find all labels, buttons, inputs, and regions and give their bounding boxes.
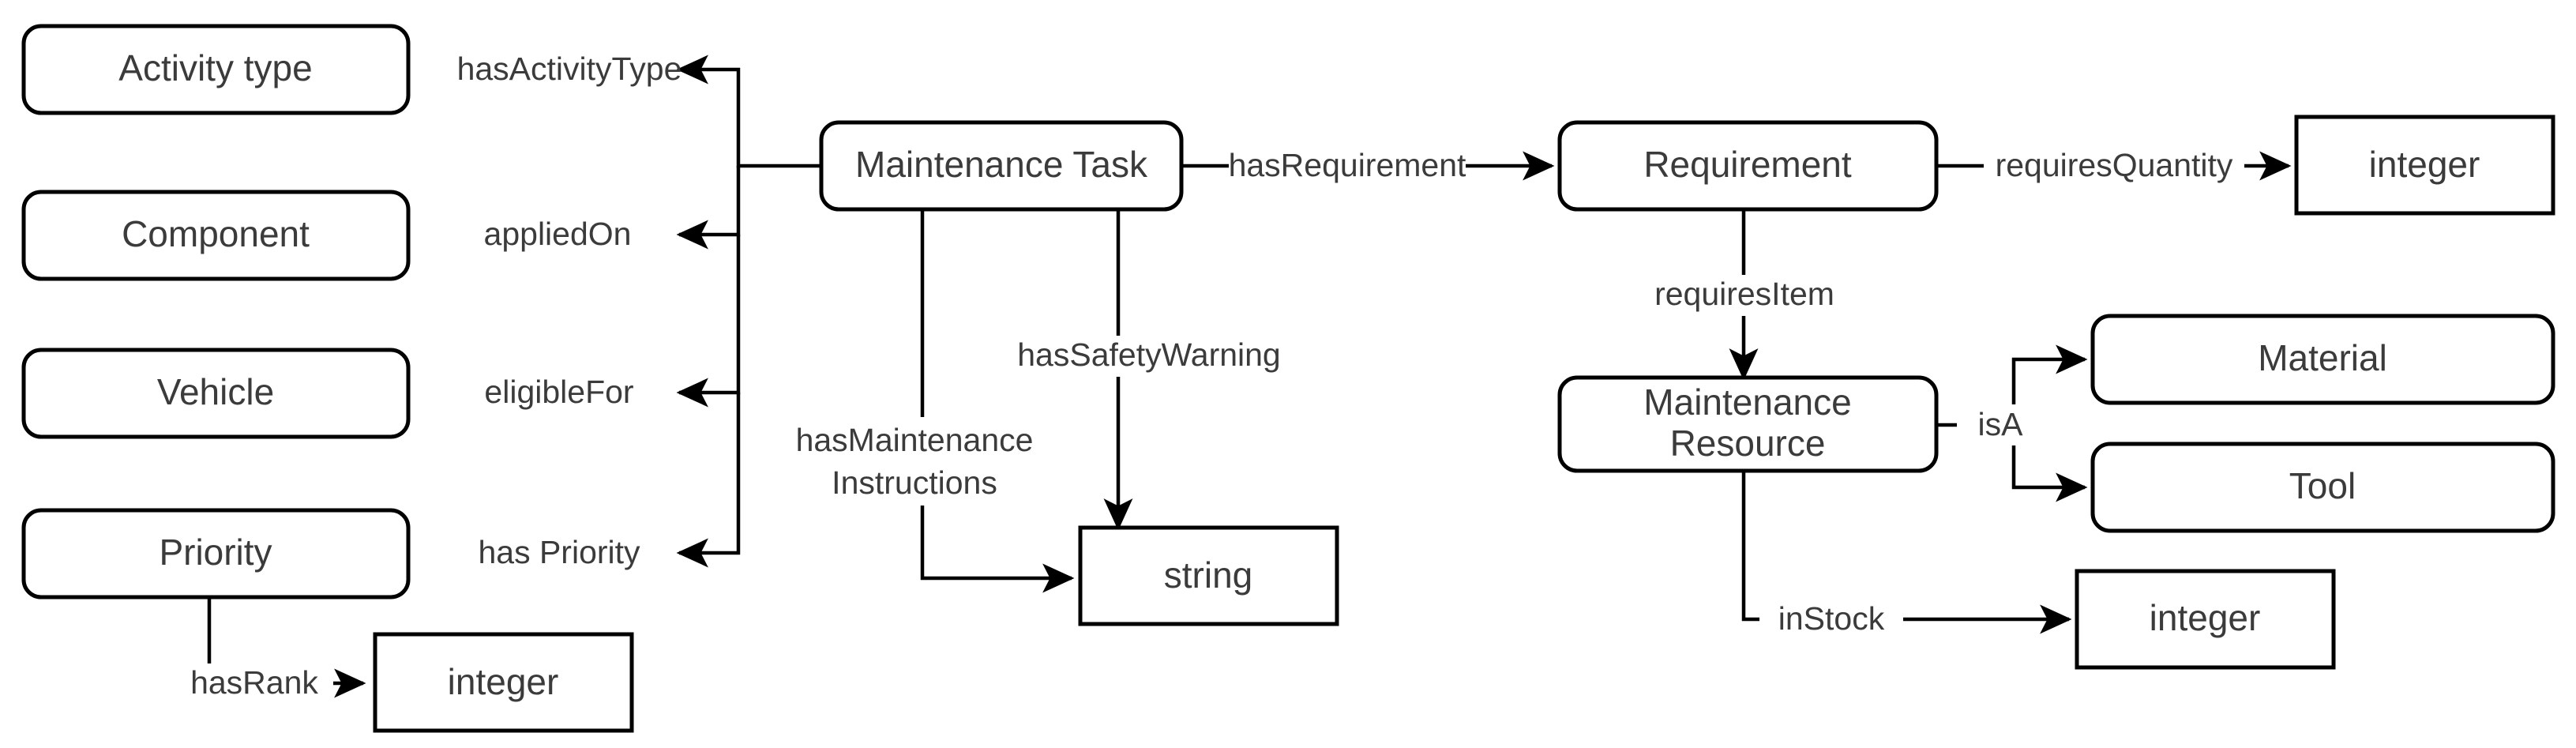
edge-is-a-label: isA [1978,406,2024,442]
node-integer-stock-shape[interactable] [2075,569,2336,670]
edge-is-a-tool: isA [1957,404,2088,502]
node-vehicle-label: Vehicle [157,371,274,412]
edge-has-maintenance-instructions-label-line1: hasMaintenance [796,422,1034,458]
node-integer-rank[interactable]: integer [373,632,634,733]
edge-has-safety-warning: hasSafetyWarning [995,209,1303,531]
edge-requires-quantity-label: requiresQuantity [1996,147,2233,183]
edge-is-a-label-bg [1957,404,2044,445]
node-string-label: string [1164,554,1252,596]
node-activity-type[interactable]: Activity type [21,24,411,115]
node-maintenance-task-label: Maintenance Task [855,144,1148,185]
edge-requires-item-label-bg [1641,275,1848,316]
edge-eligible-for-label-bg [480,373,638,414]
node-requirement-shape[interactable] [1557,120,1939,212]
edge-in-stock-line [1741,471,2072,634]
edge-is-a-tool-line [2011,425,2088,502]
edge-has-priority-line [676,393,741,568]
node-tool[interactable]: Tool [2090,442,2555,533]
node-activity-type-shape[interactable] [21,24,411,115]
node-component-shape[interactable] [21,190,411,281]
edge-has-activity-type-label-bg [462,49,677,90]
edge-has-rank: hasRank [175,597,366,705]
node-maintenance-resource[interactable]: Maintenance Resource [1557,375,1939,473]
edge-requires-quantity: requiresQuantity [1936,145,2292,186]
edge-has-requirement-label-bg [1229,145,1466,186]
node-maintenance-resource-label-line2: Resource [1670,423,1826,464]
node-material[interactable]: Material [2090,314,2555,405]
edge-applied-on: appliedOn [474,166,741,256]
edge-in-stock-label-bg [1759,599,1903,640]
edge-applied-on-line [676,166,741,250]
node-material-label: Material [2258,337,2387,378]
edge-eligible-for: eligibleFor [480,235,741,414]
node-component[interactable]: Component [21,190,411,281]
edge-has-maintenance-instructions-label-line2: Instructions [832,464,997,501]
node-maintenance-resource-shape[interactable] [1557,375,1939,473]
edge-has-priority: has Priority [471,393,741,574]
edge-requires-quantity-label-bg [1984,145,2244,186]
node-integer-rank-label: integer [448,661,559,702]
node-string[interactable]: string [1078,525,1339,626]
edge-requires-item: requiresItem [1641,209,1848,381]
node-integer-quantity[interactable]: integer [2294,115,2555,216]
node-tool-label: Tool [2289,465,2356,506]
node-vehicle-shape[interactable] [21,348,411,439]
edge-has-rank-label: hasRank [190,664,318,701]
node-integer-quantity-label: integer [2369,144,2480,185]
edge-applied-on-label-bg [474,215,641,256]
edge-has-requirement-label: hasRequirement [1229,147,1466,183]
edge-has-activity-type: hasActivityType [457,49,821,168]
edge-has-requirement: hasRequirement [1181,145,1555,186]
edge-has-safety-warning-label: hasSafetyWarning [1017,336,1281,373]
edge-has-activity-type-line [676,55,821,168]
edge-has-priority-label: has Priority [478,534,640,570]
node-priority-label: Priority [159,532,272,573]
edge-requires-item-label: requiresItem [1654,276,1834,312]
node-priority-shape[interactable] [21,508,411,600]
edge-has-activity-type-label: hasActivityType [457,51,682,87]
edge-eligible-for-line [676,235,741,408]
edge-in-stock-label: inStock [1778,600,1885,637]
node-maintenance-task[interactable]: Maintenance Task [819,120,1184,212]
edge-has-maintenance-instructions-line [920,209,1075,593]
node-requirement[interactable]: Requirement [1557,120,1939,212]
node-requirement-label: Requirement [1643,144,1852,185]
node-material-shape[interactable] [2090,314,2555,405]
edge-has-priority-label-bg [471,533,648,574]
edge-has-safety-warning-label-bg [995,336,1303,377]
node-integer-stock-label: integer [2150,597,2261,638]
edge-has-rank-label-bg [175,663,333,705]
node-activity-type-label: Activity type [118,47,312,88]
edge-applied-on-label: appliedOn [484,216,632,252]
edge-has-maintenance-instructions-label-bg [780,417,1049,506]
node-integer-quantity-shape[interactable] [2294,115,2555,216]
node-tool-shape[interactable] [2090,442,2555,533]
edge-eligible-for-label: eligibleFor [484,374,633,410]
node-integer-stock[interactable]: integer [2075,569,2336,670]
node-maintenance-resource-label-line1: Maintenance [1643,382,1851,423]
node-string-shape[interactable] [1078,525,1339,626]
edge-has-maintenance-instructions: hasMaintenance Instructions [780,209,1075,593]
node-component-label: Component [122,213,310,254]
node-vehicle[interactable]: Vehicle [21,348,411,439]
node-maintenance-task-shape[interactable] [819,120,1184,212]
edge-in-stock: inStock [1741,471,2072,640]
node-priority[interactable]: Priority [21,508,411,600]
node-integer-rank-shape[interactable] [373,632,634,733]
